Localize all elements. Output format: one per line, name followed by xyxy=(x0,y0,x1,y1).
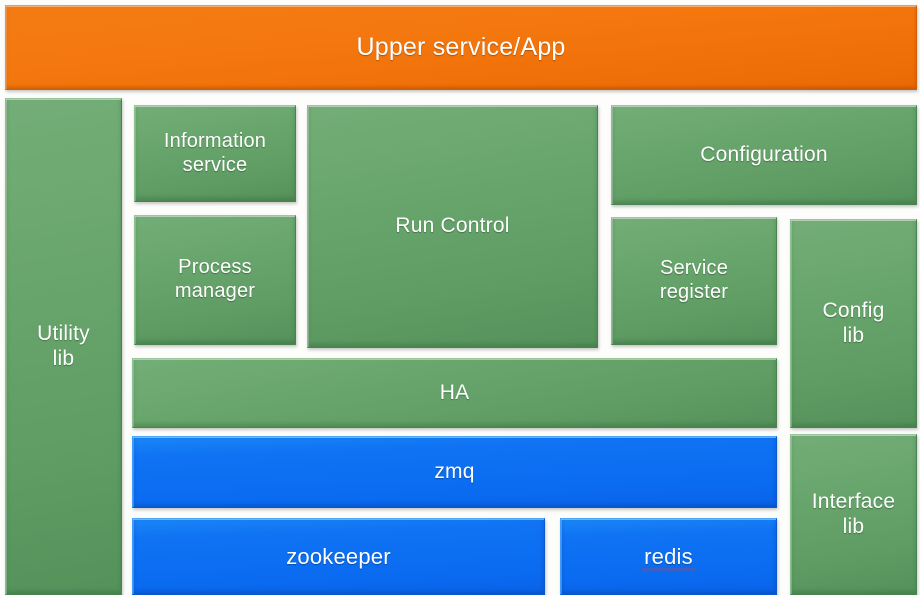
block-label-config-lib: Config lib xyxy=(822,298,885,347)
block-label-configuration: Configuration xyxy=(700,142,828,166)
block-label-zookeeper: zookeeper xyxy=(286,543,391,569)
block-ha[interactable]: HA xyxy=(132,358,777,428)
block-label-interface-lib: Interface lib xyxy=(811,489,896,538)
block-label-information-service: Information service xyxy=(163,129,267,176)
block-zmq[interactable]: zmq xyxy=(132,436,777,508)
block-label-process-manager: Process manager xyxy=(174,256,256,302)
block-label-ha: HA xyxy=(439,380,470,404)
block-label-service-register: Service register xyxy=(659,257,729,303)
block-run-control[interactable]: Run Control xyxy=(307,105,598,348)
block-zookeeper[interactable]: zookeeper xyxy=(132,518,545,595)
block-upper-service-app[interactable]: Upper service/App xyxy=(5,5,917,90)
block-configuration[interactable]: Configuration xyxy=(611,105,917,205)
block-redis[interactable]: redis xyxy=(560,518,777,595)
block-interface-lib[interactable]: Interface lib xyxy=(790,434,917,595)
block-utility-lib[interactable]: Utility lib xyxy=(5,98,122,595)
block-label-run-control: Run Control xyxy=(395,214,510,238)
block-information-service[interactable]: Information service xyxy=(134,105,296,202)
block-config-lib[interactable]: Config lib xyxy=(790,219,917,428)
block-label-upper-service-app: Upper service/App xyxy=(356,32,566,61)
block-label-zmq: zmq xyxy=(434,459,475,483)
block-process-manager[interactable]: Process manager xyxy=(134,215,296,345)
block-service-register[interactable]: Service register xyxy=(611,217,777,345)
block-label-utility-lib: Utility lib xyxy=(37,321,90,370)
block-label-redis: redis xyxy=(638,544,699,572)
